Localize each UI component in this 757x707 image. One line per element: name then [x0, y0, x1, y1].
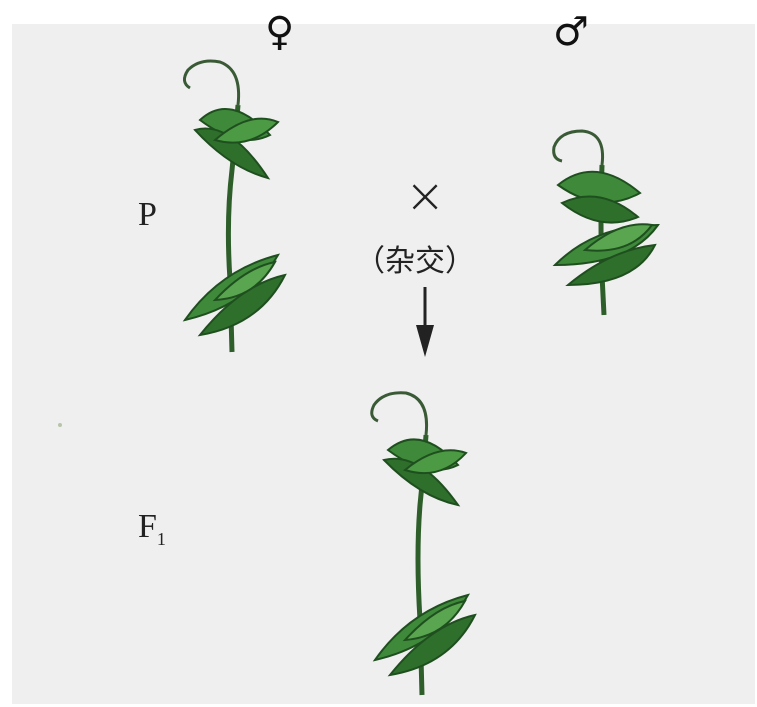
generation-label-p: P — [138, 196, 157, 234]
male-symbol: ♂ — [553, 12, 589, 52]
tall-pea-plant-icon-offspring — [350, 385, 490, 705]
generation-label-f1: F1 — [138, 508, 166, 550]
stray-dot — [58, 423, 62, 427]
female-symbol: ♀ — [265, 12, 294, 52]
dwarf-pea-plant-icon-male — [540, 125, 670, 325]
arrow-down-icon — [405, 175, 445, 365]
tall-pea-plant-icon-female — [160, 50, 300, 370]
f1-subscript: 1 — [157, 529, 166, 549]
f1-letter: F — [138, 508, 157, 545]
